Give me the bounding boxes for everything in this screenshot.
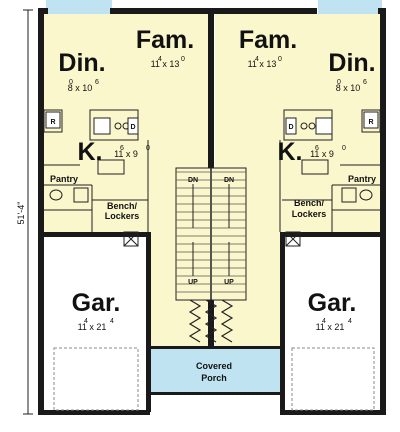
din-left-size: 8 x 10 — [68, 83, 93, 93]
fam-right-sup-b: 0 — [278, 56, 282, 63]
interior-walls-right — [279, 109, 381, 232]
stair-dn-right: DN — [224, 177, 234, 184]
kit-right-sup-b: 0 — [342, 145, 346, 152]
porch-floor — [146, 348, 284, 394]
gar-right-sup-b: 4 — [348, 318, 352, 325]
stair-up-left: UP — [188, 279, 198, 286]
dishwasher-left-label: D — [130, 124, 135, 131]
fam-left-sup-a: 4 — [158, 56, 162, 63]
kit-left-sup-b: 0 — [146, 145, 150, 152]
gar-left-title: Gar. — [72, 289, 121, 317]
gar-left-sup-b: 4 — [110, 318, 114, 325]
dishwasher-right-label: D — [288, 124, 293, 131]
kit-left-sup-a: 6 — [120, 145, 124, 152]
porch-line2: Porch — [201, 373, 227, 383]
fam-right-size: 11 x 13 — [248, 59, 277, 69]
garage-right-floor — [284, 236, 380, 412]
gar-left-size: 11 x 21 — [78, 322, 107, 332]
gar-right-title: Gar. — [308, 289, 357, 317]
kit-right-sup-a: 6 — [315, 145, 319, 152]
kit-left-size: 11 x 9 — [114, 149, 138, 159]
top-porch-left — [46, 0, 112, 14]
din-right-sup-b: 6 — [363, 79, 367, 86]
din-right-size: 8 x 10 — [336, 83, 361, 93]
fam-left-size: 11 x 13 — [151, 59, 180, 69]
fam-left-sup-b: 0 — [181, 56, 185, 63]
din-right-sup-a: 0 — [337, 79, 341, 86]
garage-door-right — [291, 347, 375, 411]
din-left-sup-b: 6 — [95, 79, 99, 86]
bench-left-line2: Lockers — [105, 211, 140, 221]
gar-right-size: 11 x 21 — [316, 322, 345, 332]
stair-up-right: UP — [224, 279, 234, 286]
din-left-sup-a: 0 — [69, 79, 73, 86]
fam-right-sup-a: 4 — [255, 56, 259, 63]
fam-right-title: Fam. — [239, 26, 297, 54]
pantry-left-label: Pantry — [50, 174, 78, 184]
pantry-right-label: Pantry — [348, 174, 376, 184]
gar-right-sup-a: 4 — [322, 318, 326, 325]
stair-dn-left: DN — [188, 177, 198, 184]
garage-door-left — [53, 347, 139, 411]
fridge-right-label: R — [368, 119, 373, 126]
din-right-title: Din. — [328, 49, 375, 77]
kit-right-size: 11 x 9 — [310, 149, 334, 159]
stairs — [175, 167, 247, 343]
porch-line1: Covered — [196, 361, 232, 371]
bench-right-line2: Lockers — [292, 209, 327, 219]
fam-left-title: Fam. — [136, 26, 194, 54]
bench-right-line1: Bench/ — [294, 198, 325, 208]
kit-right-title: K. — [278, 138, 303, 166]
dimension-label: 51'-4" — [16, 202, 26, 225]
garage-left-floor — [44, 236, 146, 412]
gar-left-sup-a: 4 — [84, 318, 88, 325]
bench-left-line1: Bench/ — [107, 201, 138, 211]
fridge-left-label: R — [50, 119, 55, 126]
top-porch-right — [318, 0, 382, 14]
locker-boxes — [123, 231, 301, 247]
din-left-title: Din. — [58, 49, 105, 77]
kit-left-title: K. — [78, 138, 103, 166]
